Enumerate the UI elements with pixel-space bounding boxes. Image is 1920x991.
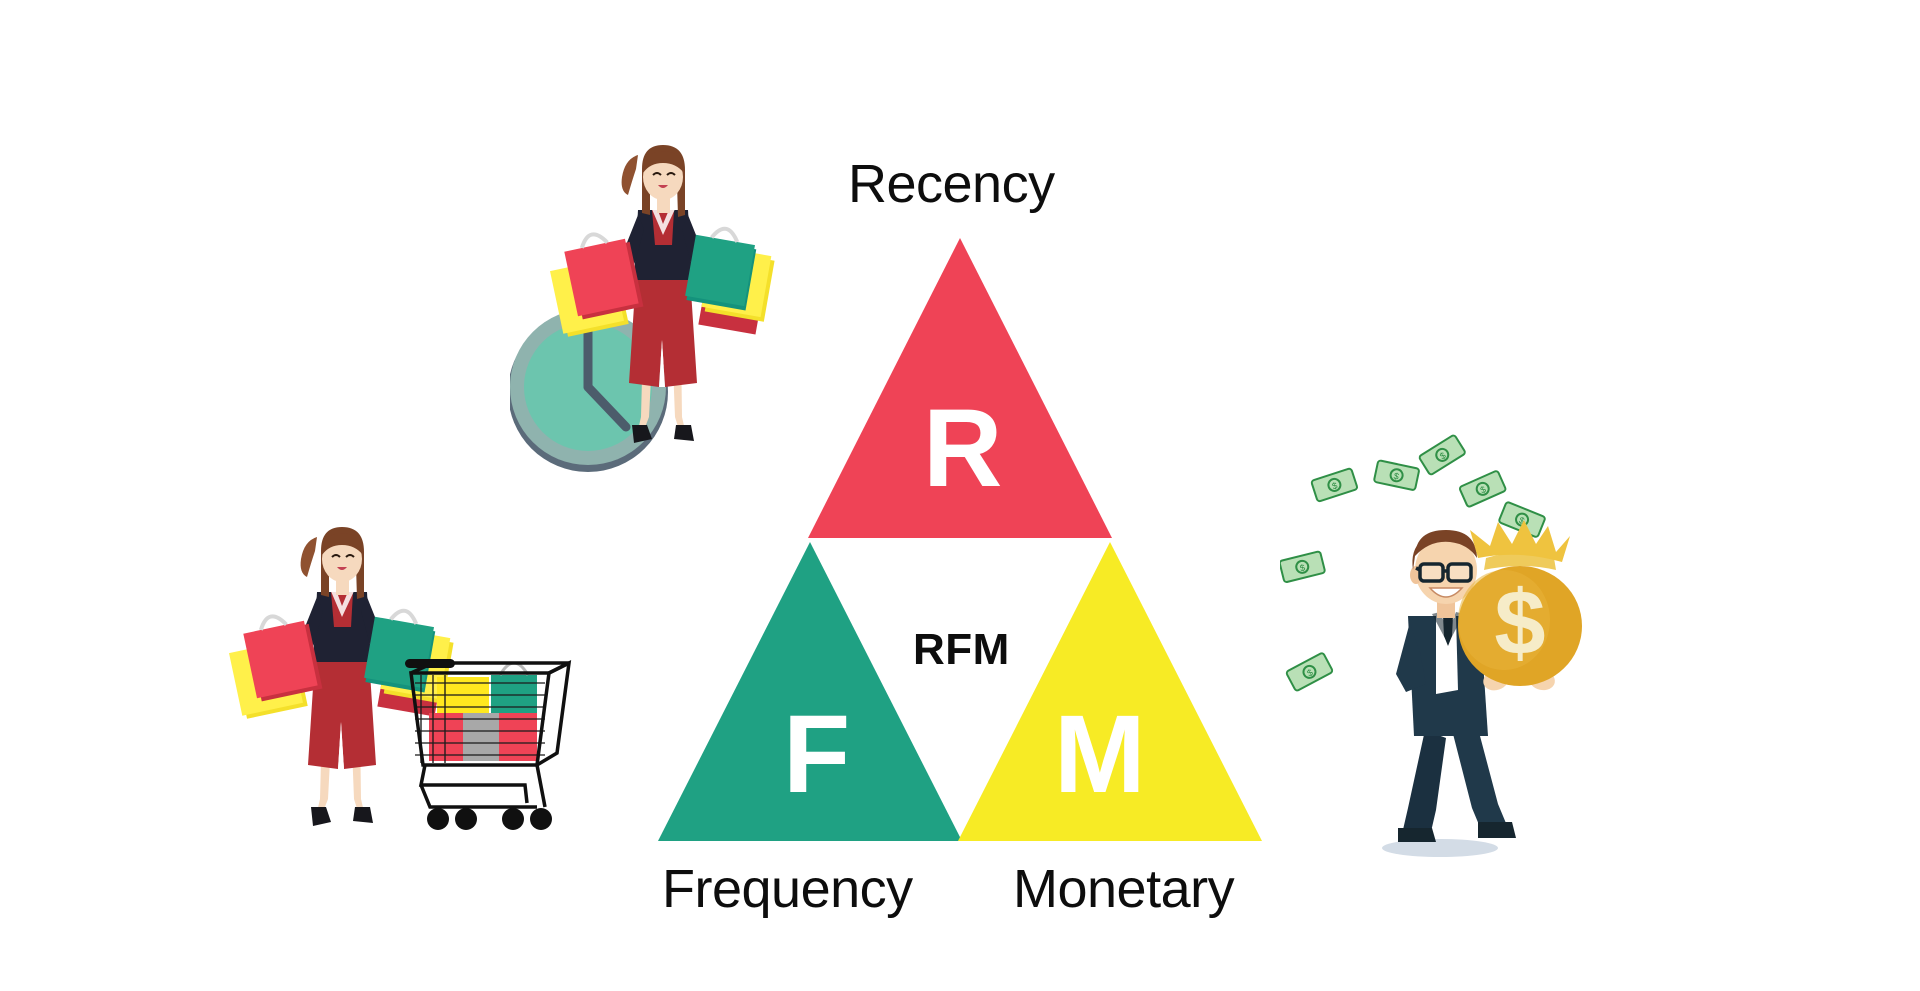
label-frequency: Frequency: [662, 859, 913, 919]
triangle-letter-frequency: F: [783, 693, 851, 816]
svg-text:$: $: [1517, 515, 1525, 526]
illustration-shopper-with-cart: [229, 527, 572, 830]
svg-text:$: $: [1331, 480, 1339, 491]
triangle-monetary[interactable]: [958, 542, 1262, 841]
illustration-money-man: $ $ $ $ $: [1280, 434, 1582, 857]
shopping-bags-left: [550, 232, 644, 337]
flying-banknotes: $ $ $ $ $: [1280, 434, 1546, 692]
money-bag-icon: $: [1458, 520, 1582, 686]
triangle-letter-recency: R: [923, 387, 1003, 510]
woman-shopper-cart-figure: [291, 527, 393, 826]
svg-text:$: $: [1494, 572, 1545, 674]
svg-text:$: $: [1438, 450, 1448, 461]
shopping-cart-icon: [405, 659, 572, 830]
svg-text:$: $: [1305, 667, 1314, 678]
label-recency: Recency: [848, 154, 1055, 214]
illustration-shopper-with-clock: [510, 145, 775, 472]
svg-text:$: $: [1479, 484, 1488, 495]
svg-text:$: $: [1393, 471, 1400, 482]
shopping-bags-cart-left: [229, 614, 323, 719]
triangle-frequency[interactable]: [658, 542, 962, 841]
clock-icon: [510, 309, 668, 472]
triangle-letter-monetary: M: [1054, 693, 1146, 816]
shopping-bags-right: [685, 226, 775, 335]
label-monetary: Monetary: [1013, 859, 1235, 919]
triangle-recency[interactable]: [808, 238, 1112, 538]
label-rfm-center: RFM: [913, 625, 1010, 674]
svg-text:$: $: [1299, 562, 1306, 573]
